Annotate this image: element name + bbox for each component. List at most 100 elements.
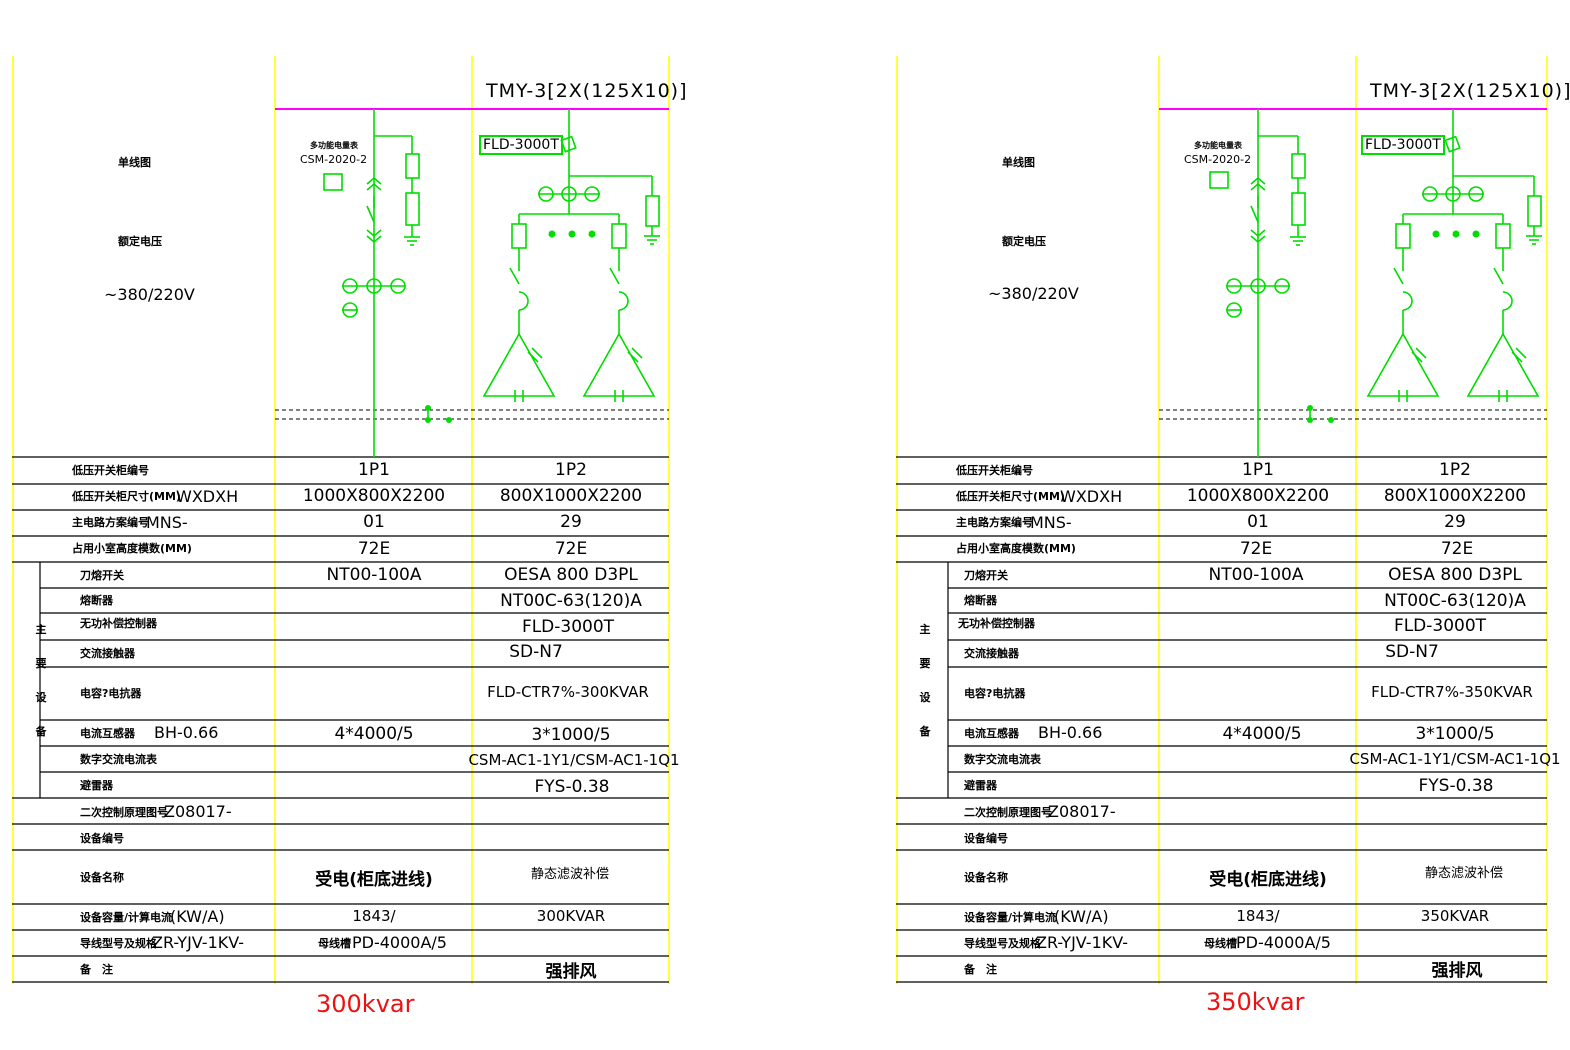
col2-ct: 3*1000/5	[531, 725, 611, 745]
col2-scheme: 29	[560, 512, 582, 532]
col1-size: 1000X800X2200	[302, 486, 446, 506]
col2-ammeter: CSM-AC1-1Y1/CSM-AC1-1Q1	[468, 751, 680, 769]
col1-busway-value: PD-4000A/5	[1236, 933, 1331, 952]
col2-knife-fuse: OESA 800 D3PL	[504, 565, 638, 585]
ammeter-label: 数字交流电流表	[80, 753, 157, 766]
wire-label: 导线型号及规格	[80, 937, 157, 950]
panel-grid-and-schematic	[12, 56, 670, 984]
capacity-label: 设备容量/计算电流	[964, 911, 1057, 924]
remark-label: 备 注	[80, 963, 113, 976]
col1-height: 72E	[357, 539, 391, 559]
wire-value: ZR-YJV-1KV-	[1036, 933, 1129, 952]
col1-cabinet-no: 1P1	[358, 460, 390, 480]
col1-busway-value: PD-4000A/5	[352, 933, 447, 952]
secondary-label: 二次控制原理图号	[964, 806, 1052, 819]
col2-capacity: 350KVAR	[1420, 907, 1490, 925]
panel-350kvar: TMY-3[2X(125X10)] 多功能电量表 CSM-2020-2 FLD-…	[896, 56, 1570, 986]
ct-label: 电流互感器	[964, 727, 1019, 740]
device-name-label: 设备名称	[964, 871, 1008, 884]
col1-knife-fuse: NT00-100A	[326, 565, 422, 585]
col2-remark: 强排风	[545, 962, 597, 982]
col1-ct: 4*4000/5	[334, 724, 414, 744]
busbar-label: TMY-3[2X(125X10)]	[486, 80, 688, 102]
col1-scheme: 01	[1247, 512, 1269, 532]
busbar-label: TMY-3[2X(125X10)]	[1370, 80, 1570, 102]
controller-box: FLD-3000T	[479, 135, 563, 155]
panel-grid-and-schematic	[896, 56, 1548, 984]
col1-device-name: 受电(柜底进线)	[315, 870, 433, 890]
remark-label: 备 注	[964, 963, 997, 976]
meter-model: CSM-2020-2	[300, 153, 368, 166]
capacitor-label: 电容?电抗器	[964, 687, 1026, 700]
col2-reactive-ctrl: FLD-3000T	[1393, 616, 1487, 636]
col2-capacitor: FLD-CTR7%-350KVAR	[1371, 683, 1533, 701]
fuse-label: 熔断器	[80, 594, 113, 607]
device-name-label: 设备名称	[80, 871, 124, 884]
contactor-label: 交流接触器	[80, 647, 135, 660]
knife-fuse-label: 刀熔开关	[80, 569, 124, 582]
rated-voltage-label: 额定电压	[1002, 235, 1046, 248]
col2-ct: 3*1000/5	[1415, 724, 1495, 744]
col1-size: 1000X800X2200	[1186, 486, 1330, 506]
scheme-suffix: MNS-	[1030, 513, 1072, 532]
arrester-label: 避雷器	[964, 779, 997, 792]
fuse-label: 熔断器	[964, 594, 997, 607]
col1-knife-fuse: NT00-100A	[1208, 565, 1304, 585]
col1-busway-label: 母线槽	[318, 937, 351, 950]
wire-value: ZR-YJV-1KV-	[152, 933, 245, 952]
controller-box: FLD-3000T	[1361, 135, 1445, 155]
col2-device-name: 静态滤波补偿	[530, 867, 610, 882]
size-label: 低压开关柜尺寸(MM)	[956, 490, 1065, 503]
rated-voltage-label: 额定电压	[118, 235, 162, 248]
capacity-unit: (KW/A)	[1054, 907, 1109, 926]
height-label: 占用小室高度模数(MM)	[956, 542, 1076, 555]
col2-scheme: 29	[1444, 512, 1466, 532]
col1-capacity: 1843/	[1236, 907, 1280, 925]
col1-busway-label: 母线槽	[1204, 937, 1237, 950]
single-line-label: 单线图	[1002, 156, 1035, 169]
voltage-value: ~380/220V	[104, 285, 195, 304]
col2-height: 72E	[554, 539, 588, 559]
capacity-unit: (KW/A)	[170, 907, 225, 926]
wire-label: 导线型号及规格	[964, 937, 1041, 950]
col1-scheme: 01	[363, 512, 385, 532]
caption-300kvar: 300kvar	[316, 990, 415, 1018]
size-suffix: WXDXH	[1060, 487, 1123, 506]
knife-fuse-label: 刀熔开关	[964, 569, 1008, 582]
scheme-label: 主电路方案编号	[72, 516, 149, 529]
ct-label: 电流互感器	[80, 727, 135, 740]
col2-size: 800X1000X2200	[1383, 486, 1527, 506]
secondary-label: 二次控制原理图号	[80, 806, 168, 819]
meter-model: CSM-2020-2	[1184, 153, 1252, 166]
col2-knife-fuse: OESA 800 D3PL	[1388, 565, 1522, 585]
secondary-suffix: Z08017-	[164, 802, 232, 821]
col2-fuse: NT00C-63(120)A	[500, 591, 642, 611]
col2-cabinet-no: 1P2	[555, 460, 587, 480]
device-no-label: 设备编号	[964, 832, 1008, 845]
col2-remark: 强排风	[1431, 961, 1483, 981]
col2-fuse: NT00C-63(120)A	[1384, 591, 1526, 611]
reactive-ctrl-label: 无功补偿控制器	[80, 617, 157, 630]
col2-capacitor: FLD-CTR7%-300KVAR	[487, 683, 649, 701]
voltage-value: ~380/220V	[988, 284, 1079, 303]
col2-capacity: 300KVAR	[536, 907, 606, 925]
col1-device-name: 受电(柜底进线)	[1209, 870, 1327, 890]
ct-model: BH-0.66	[1038, 723, 1103, 742]
panel-300kvar: TMY-3[2X(125X10)] 多功能电量表 CSM-2020-2 FLD-…	[12, 56, 687, 986]
col2-reactive-ctrl: FLD-3000T	[521, 617, 615, 637]
scheme-suffix: MNS-	[146, 513, 188, 532]
col2-ammeter: CSM-AC1-1Y1/CSM-AC1-1Q1	[1349, 750, 1561, 768]
col2-contactor: SD-N7	[1385, 642, 1439, 662]
reactive-ctrl-label: 无功补偿控制器	[958, 617, 1035, 630]
single-line-label: 单线图	[118, 156, 151, 169]
ammeter-label: 数字交流电流表	[964, 753, 1041, 766]
meter-label: 多功能电量表	[1194, 141, 1242, 150]
col1-ct: 4*4000/5	[1222, 724, 1302, 744]
capacitor-label: 电容?电抗器	[80, 687, 142, 700]
meter-label: 多功能电量表	[310, 141, 358, 150]
size-label: 低压开关柜尺寸(MM)	[72, 490, 181, 503]
caption-350kvar: 350kvar	[1206, 988, 1305, 1016]
height-label: 占用小室高度模数(MM)	[72, 542, 192, 555]
col1-capacity: 1843/	[352, 907, 396, 925]
scheme-label: 主电路方案编号	[956, 516, 1033, 529]
